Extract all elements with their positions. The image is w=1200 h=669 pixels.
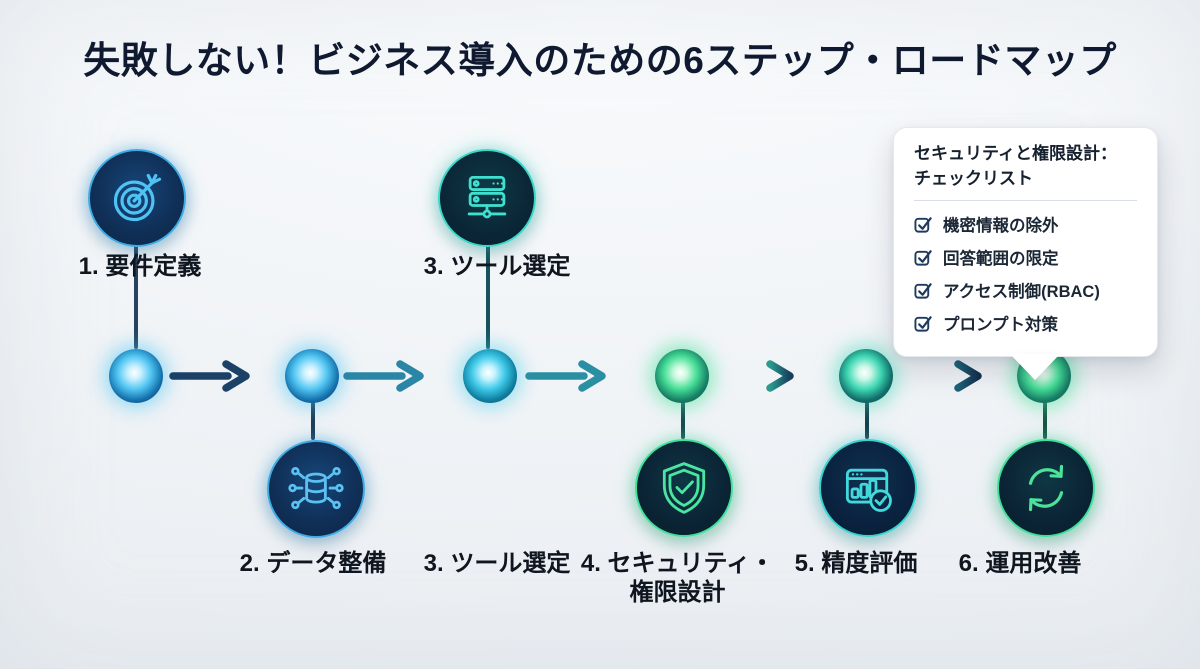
step2-icon-circle — [267, 440, 365, 538]
connector-step5 — [865, 402, 869, 439]
step6-label: 6. 運用改善 — [958, 550, 1082, 577]
step6-icon-circle — [997, 439, 1095, 537]
connector-step4 — [681, 402, 685, 439]
callout-title-line2: チェックリスト — [914, 168, 1033, 188]
connector-step2 — [311, 402, 315, 440]
checklist-item-label: プロンプト対策 — [943, 316, 1059, 335]
step4-icon-circle — [635, 439, 733, 537]
checkbox-checked-icon — [914, 316, 932, 332]
checkbox-checked-icon — [914, 283, 932, 299]
step5-label: 5. 精度評価 — [794, 550, 918, 577]
timeline-node-4 — [655, 349, 709, 403]
callout-pointer — [1010, 354, 1060, 381]
timeline-node-1 — [109, 349, 163, 403]
shield-check-icon — [662, 462, 706, 514]
flow-arrow-4 — [713, 360, 794, 392]
checklist-item: アクセス制御(RBAC) — [914, 278, 1137, 302]
timeline-node-5 — [839, 349, 893, 403]
flow-arrow-2 — [343, 360, 424, 392]
sync-icon — [1028, 464, 1064, 512]
checklist-item: 回答範囲の限定 — [914, 245, 1137, 269]
step4-label: 4. セキュリティ・ 権限設計 — [570, 549, 785, 608]
checklist-item-label: 機密情報の除外 — [943, 217, 1059, 236]
flow-arrow-5 — [901, 360, 982, 392]
checkbox-checked-icon — [914, 217, 932, 233]
flow-arrow-3 — [525, 360, 606, 392]
connector-step1 — [134, 243, 138, 349]
timeline-node-3 — [463, 349, 517, 403]
checklist-item: プロンプト対策 — [914, 311, 1137, 335]
checklist-item: 機密情報の除外 — [914, 212, 1137, 236]
flow-arrow-1 — [169, 360, 250, 392]
step1-icon-circle — [88, 149, 186, 247]
step4-label-line2: 権限設計 — [629, 579, 726, 607]
callout-divider — [914, 200, 1137, 202]
server-icon — [467, 175, 507, 219]
step3-top-label: 3. ツール選定 — [423, 253, 571, 280]
step2-label: 2. データ整備 — [239, 550, 387, 577]
step1-label: 1. 要件定義 — [78, 253, 202, 280]
timeline-node-2 — [285, 349, 339, 403]
page-title: 失敗しない！ビジネス導入のための6ステップ・ロードマップ — [83, 40, 1117, 81]
step5-icon-circle — [819, 439, 917, 537]
dashboard-check-icon — [845, 468, 892, 512]
step3-bottom-label: 3. ツール選定 — [423, 550, 571, 577]
checkbox-checked-icon — [914, 250, 932, 266]
checklist-callout: セキュリティと権限設計： チェックリスト 機密情報の除外 回答範囲の限定 アクセ… — [893, 127, 1158, 381]
database-network-icon — [288, 466, 344, 510]
step3-icon-circle — [438, 149, 536, 247]
checklist-item-label: アクセス制御(RBAC) — [943, 283, 1100, 302]
step4-label-line1: 4. セキュリティ・ — [580, 550, 775, 577]
target-icon — [113, 173, 162, 222]
callout-title: セキュリティと権限設計： チェックリスト — [914, 142, 1137, 191]
callout-title-line1: セキュリティと権限設計： — [914, 144, 1117, 163]
checklist-item-label: 回答範囲の限定 — [943, 250, 1059, 269]
connector-step6 — [1043, 402, 1047, 439]
connector-step3 — [486, 243, 490, 349]
